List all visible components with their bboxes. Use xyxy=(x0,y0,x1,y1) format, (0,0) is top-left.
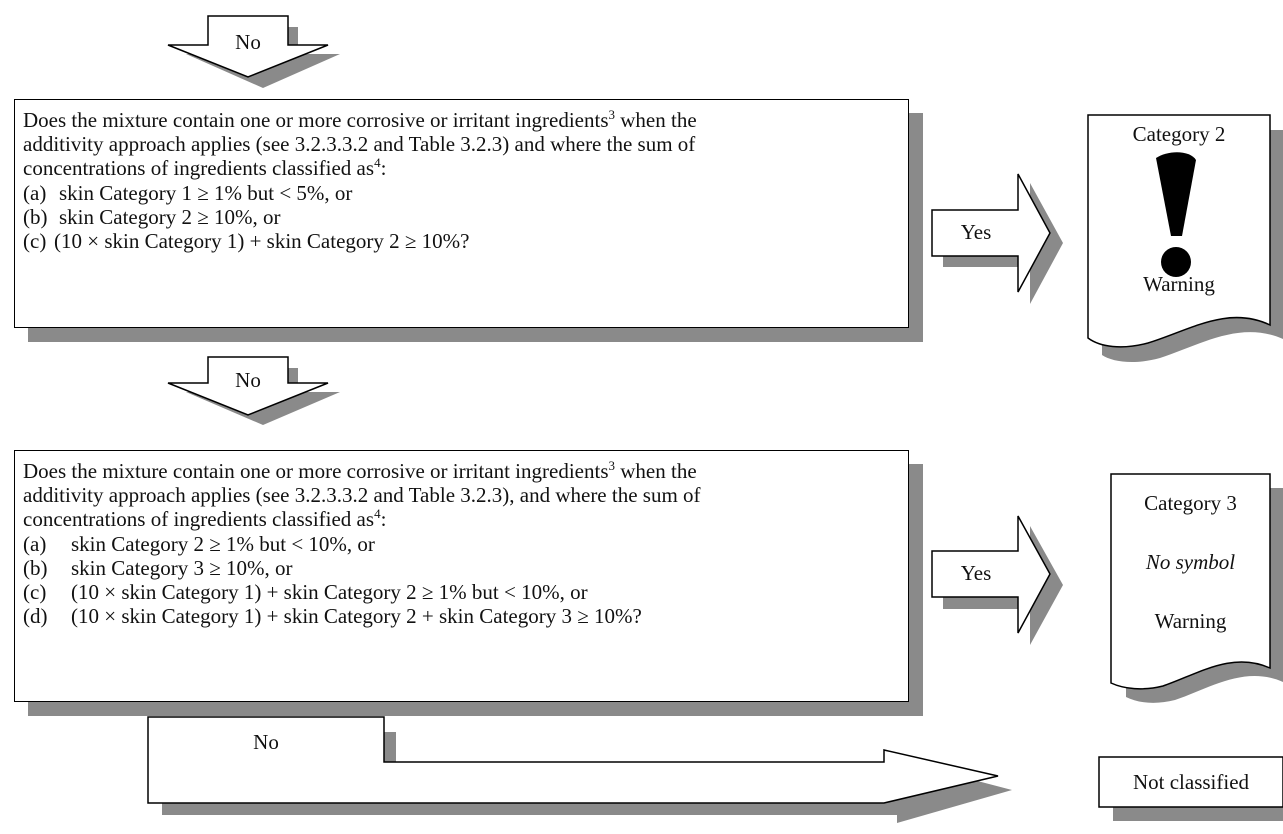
question-1-line-1: Does the mixture contain one or more cor… xyxy=(23,107,697,132)
yes-arrow-1 xyxy=(931,173,1051,293)
result-2-signal-word: Warning xyxy=(1154,609,1227,633)
result-2-box xyxy=(1110,473,1271,690)
yes-arrow-1-label: Yes xyxy=(960,220,992,244)
no-arrow-2-label: No xyxy=(235,368,261,392)
result-2-no-symbol: No symbol xyxy=(1145,550,1236,574)
question-1-box: Does the mixture contain one or more cor… xyxy=(14,99,909,328)
question-2-box: Does the mixture contain one or more cor… xyxy=(14,450,909,702)
question-1-line-2: additivity approach applies (see 3.2.3.3… xyxy=(23,132,696,157)
question-1-option-b: (b)skin Category 2 ≥ 10%, or xyxy=(23,204,281,229)
exclamation-mark-icon xyxy=(1156,152,1196,277)
no-arrow-2 xyxy=(167,356,329,416)
no-arrow-3-label: No xyxy=(253,730,279,754)
result-2-category: Category 3 xyxy=(1144,491,1237,515)
no-arrow-1 xyxy=(167,15,329,78)
question-2-option-a: (a)skin Category 2 ≥ 1% but < 10%, or xyxy=(23,531,375,556)
result-3-box xyxy=(1098,756,1283,808)
question-2-option-d: (d)(10 × skin Category 1) + skin Categor… xyxy=(23,604,642,629)
question-2-line-2: additivity approach applies (see 3.2.3.3… xyxy=(23,483,701,508)
result-3-label: Not classified xyxy=(1132,770,1250,794)
yes-arrow-2 xyxy=(931,515,1051,634)
question-2-option-b: (b)skin Category 3 ≥ 10%, or xyxy=(23,555,293,580)
question-1-option-c: (c)(10 × skin Category 1) + skin Categor… xyxy=(23,229,470,254)
yes-arrow-2-label: Yes xyxy=(960,561,992,585)
result-1-category: Category 2 xyxy=(1132,122,1226,146)
question-1-option-a: (a)skin Category 1 ≥ 1% but < 5%, or xyxy=(23,180,353,205)
result-1-signal-word: Warning xyxy=(1143,272,1215,296)
no-arrow-1-label: No xyxy=(235,30,261,54)
question-2-option-c: (c)(10 × skin Category 1) + skin Categor… xyxy=(23,580,588,605)
question-2-line-3: concentrations of ingredients classified… xyxy=(23,506,387,532)
question-2-line-1: Does the mixture contain one or more cor… xyxy=(23,458,697,483)
no-arrow-3 xyxy=(147,716,999,804)
question-1-line-3: concentrations of ingredients classified… xyxy=(23,155,387,181)
